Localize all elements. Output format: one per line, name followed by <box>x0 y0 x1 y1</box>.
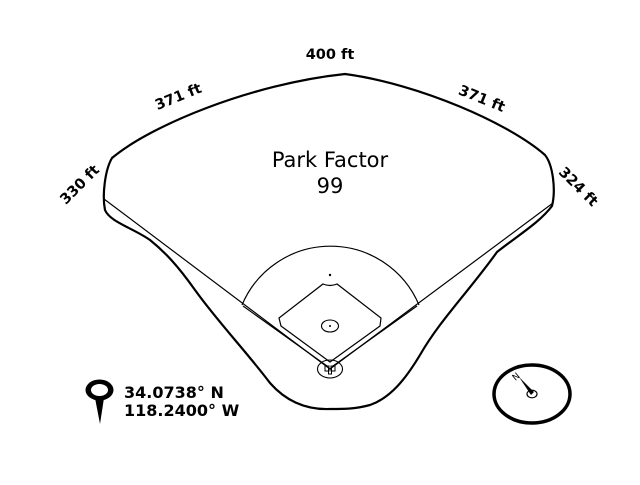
distance-right-field-line: 324 ft <box>555 164 601 210</box>
distance-left-center: 371 ft <box>153 81 204 114</box>
field-boundary <box>102 72 555 411</box>
longitude-text: 118.2400° W <box>124 401 240 420</box>
park-factor-label: Park Factor <box>272 148 389 172</box>
infield-arc <box>241 245 420 306</box>
first-base-line <box>332 305 418 367</box>
second-base <box>328 273 332 277</box>
park-factor-value: 99 <box>317 174 344 198</box>
map-pin-icon <box>85 379 114 424</box>
distance-right-center: 371 ft <box>456 83 507 116</box>
distance-left-field-line: 330 ft <box>57 162 103 208</box>
compass-north-label: N <box>511 371 523 383</box>
latitude-text: 34.0738° N <box>124 383 224 402</box>
pitchers-rubber <box>329 325 331 327</box>
home-plate <box>328 368 332 375</box>
distance-center-field: 400 ft <box>306 47 355 63</box>
pitchers-mound <box>320 319 340 333</box>
compass-icon: N <box>492 363 572 425</box>
infield-diamond <box>278 283 382 363</box>
third-base-line <box>242 305 328 367</box>
home-plate-circle <box>316 359 344 379</box>
